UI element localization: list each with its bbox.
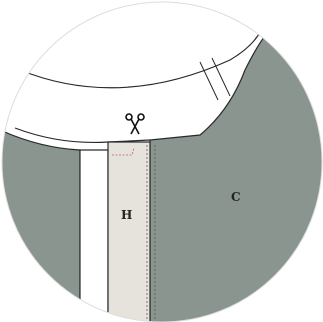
label-h: H <box>121 208 132 222</box>
strap-outline <box>199 57 231 101</box>
garment-piece-left <box>2 129 81 322</box>
facing-piece-h <box>107 141 151 322</box>
scissors-icon <box>125 113 145 135</box>
label-c: C <box>231 190 241 204</box>
white-band <box>79 149 109 322</box>
clip-mark <box>112 147 135 156</box>
collar-curve <box>14 127 151 143</box>
collar-outline <box>19 27 263 89</box>
